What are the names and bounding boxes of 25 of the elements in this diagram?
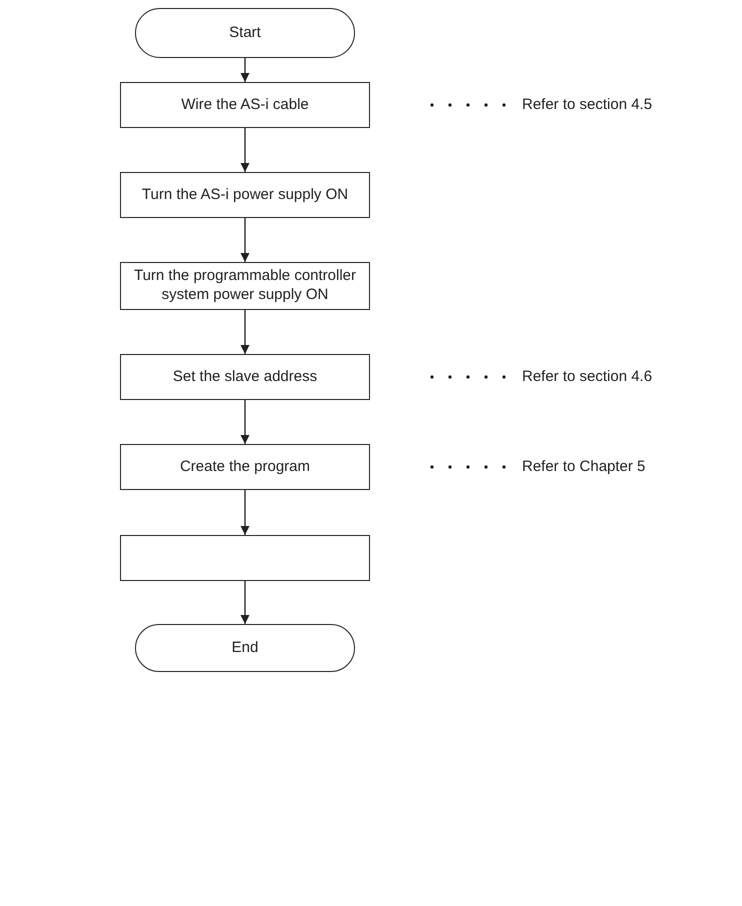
terminal-shape [135,8,355,58]
process-box [120,172,370,218]
process-box [120,82,370,128]
arrow [240,128,250,172]
step-text: Create the program [180,458,310,476]
step-text: Start [229,24,261,42]
step-text: End [232,638,258,658]
process-box [120,354,370,400]
step-text: Wire the AS-i cable [181,96,309,114]
arrow [240,490,250,535]
step-text: Turn the programmable controller system power supply ON [132,267,358,305]
reference-note: Refer to section 4.5 [522,94,652,115]
step-text: Set the slave address [172,368,318,386]
process-box [120,444,370,490]
terminal-shape [135,624,355,672]
process-box [120,535,370,581]
process-box [120,262,370,310]
step-text: Turn the AS-i power supply ON [142,186,348,204]
reference-note: Refer to Chapter 5 [522,456,646,477]
arrow [240,310,250,354]
arrow [240,218,250,262]
arrow [240,400,250,444]
arrow [240,58,250,82]
reference-note: Refer to section 4.6 [522,366,652,387]
arrow [240,581,250,624]
